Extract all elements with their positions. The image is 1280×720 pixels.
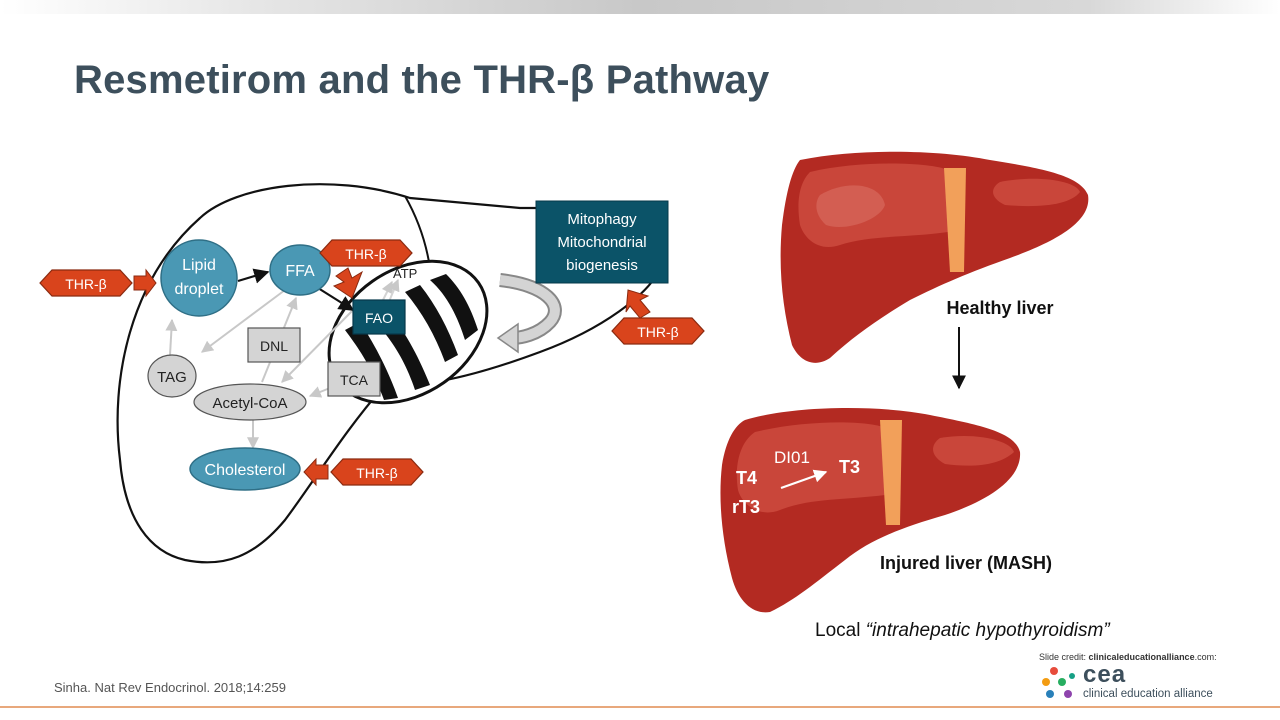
thr-badge-mito: THR-β (611, 317, 705, 345)
tca-label: TCA (340, 372, 369, 388)
dnl-label: DNL (260, 338, 288, 354)
citation: Sinha. Nat Rev Endocrinol. 2018;14:259 (54, 680, 286, 695)
rt3-label: rT3 (732, 497, 760, 517)
lipid-droplet-label-2: droplet (175, 281, 224, 298)
lipid-droplet-node (160, 239, 238, 317)
ffa-node (269, 244, 331, 296)
top-gradient-bar (0, 0, 1280, 14)
cholesterol-node (189, 447, 301, 491)
bottom-rule (0, 706, 1280, 708)
black-arrows (237, 268, 355, 311)
fao-box (352, 299, 406, 335)
fao-label: FAO (365, 310, 393, 326)
t4-label: T4 (736, 468, 757, 488)
healthy-liver-label: Healthy liver (946, 298, 1053, 318)
thr-arrow-cholesterol (303, 457, 329, 487)
dnl-box (247, 327, 301, 363)
svg-text:THR-β: THR-β (345, 246, 387, 262)
mito-label-2: Mitochondrial (557, 234, 646, 251)
conversion-arrow (780, 469, 828, 490)
injured-liver-image (720, 408, 1021, 613)
svg-text:THR-β: THR-β (356, 465, 398, 481)
thr-arrow-mito (625, 289, 651, 319)
thr-arrow-fao (332, 267, 363, 299)
tca-box (327, 361, 381, 397)
hypothyroidism-caption: Local “intrahepatic hypothyroidism” (815, 620, 1111, 641)
cea-logo-mark (1042, 667, 1075, 698)
cea-logo-subtitle: clinical education alliance (1083, 688, 1213, 700)
tag-label: TAG (157, 369, 187, 386)
acetyl-coa-node (193, 383, 307, 421)
mitophagy-box (535, 200, 669, 284)
tag-node (147, 354, 197, 398)
thr-badge-fao: THR-β (319, 239, 413, 267)
slide-credit: Slide credit: clinicaleducationalliance.… (1039, 652, 1217, 662)
injured-liver-label: Injured liver (MASH) (880, 553, 1052, 573)
di01-label: DI01 (774, 448, 810, 467)
cholesterol-label: Cholesterol (205, 462, 286, 479)
mito-label-3: biogenesis (566, 257, 638, 274)
thr-badge-cholesterol: THR-β (330, 458, 424, 486)
thr-badge-left: THR-β (39, 269, 133, 297)
healthy-liver-image (780, 151, 1089, 363)
slide-title: Resmetirom and the THR-β Pathway (74, 58, 770, 102)
ffa-label: FFA (285, 263, 315, 280)
thr-arrow-left (133, 268, 157, 298)
gray-arrows (165, 289, 356, 450)
atp-label: ATP (393, 266, 417, 281)
cea-logo-word: cea (1083, 661, 1127, 688)
recycle-arrow-head (496, 322, 519, 354)
svg-text:THR-β: THR-β (65, 276, 107, 292)
t3-label: T3 (839, 457, 860, 477)
mito-label-1: Mitophagy (567, 211, 637, 228)
acetyl-coa-label: Acetyl-CoA (212, 395, 287, 412)
lipid-droplet-label-1: Lipid (182, 257, 216, 274)
svg-text:THR-β: THR-β (637, 324, 679, 340)
